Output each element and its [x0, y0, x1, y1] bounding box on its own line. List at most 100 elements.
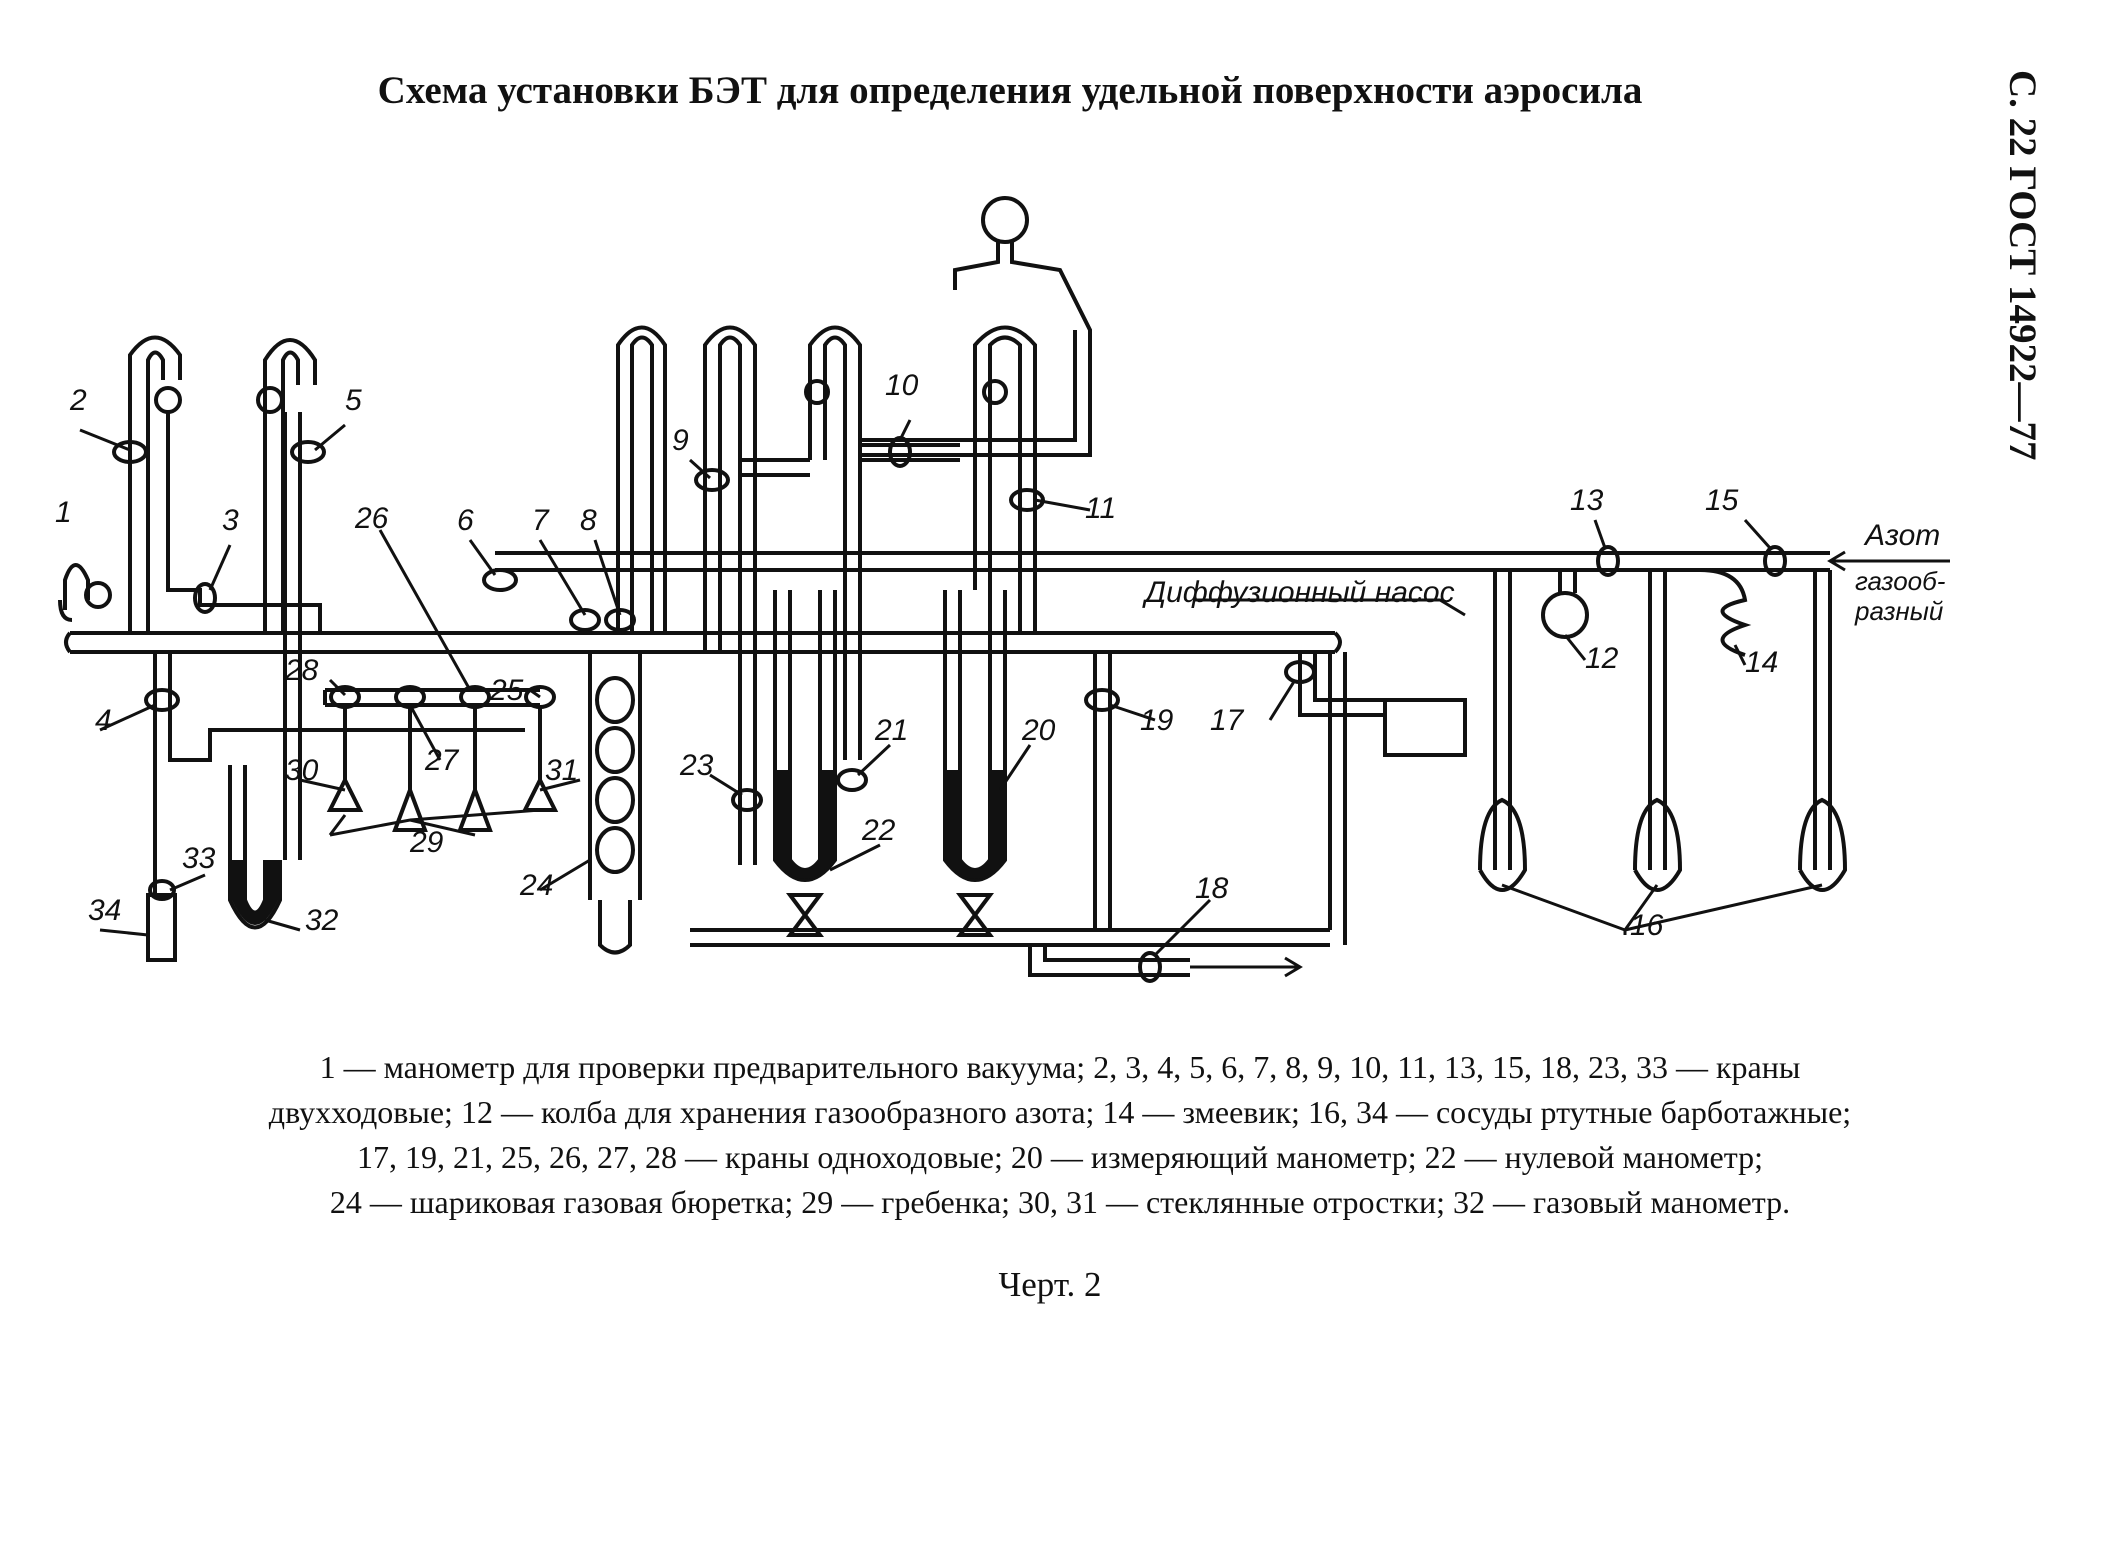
label-18: 18: [1195, 872, 1229, 905]
valve-33: [148, 879, 176, 901]
label-4: 4: [95, 704, 112, 737]
valve-26: [459, 685, 491, 709]
valve-17: [1284, 660, 1316, 684]
label-nitrogen-3: разный: [1854, 596, 1943, 626]
label-1: 1: [55, 496, 72, 529]
label-30: 30: [285, 754, 319, 787]
label-27: 27: [424, 744, 460, 777]
u-tube-11: [973, 325, 1037, 633]
valve-13: [1596, 545, 1620, 577]
comb-manifold: [323, 688, 540, 707]
valve-18: [1138, 951, 1162, 983]
valve-28: [329, 685, 361, 709]
label-13: 13: [1570, 484, 1604, 517]
bubbler-16-b: [1633, 570, 1683, 892]
label-12: 12: [1585, 642, 1619, 675]
diffusion-pump: [1383, 698, 1467, 757]
label-14: 14: [1745, 646, 1778, 679]
page-reference: С. 22 ГОСТ 14922—77: [2001, 70, 2044, 461]
exhaust-arrow: [1190, 956, 1303, 978]
valve-3: [193, 582, 217, 614]
valve-4: [144, 688, 180, 712]
mercury-20: [947, 770, 1003, 879]
legend-line-3: 17, 19, 21, 25, 26, 27, 28 — краны однох…: [356, 1139, 1764, 1175]
flask-12: [1541, 591, 1589, 639]
label-34: 34: [88, 894, 121, 927]
top-bulb: [981, 196, 1029, 244]
u-tube-second: [263, 338, 317, 633]
valve-6: [482, 568, 518, 592]
valve-25: [524, 685, 556, 709]
valve-8: [604, 608, 636, 632]
label-17: 17: [1210, 704, 1245, 737]
mercury-22: [777, 770, 833, 879]
label-15: 15: [1705, 484, 1739, 517]
valve-7: [569, 608, 601, 632]
label-29: 29: [409, 826, 444, 859]
leader-lines: [79, 419, 1772, 957]
figure-caption: Черт. 2: [998, 1265, 1102, 1304]
label-26: 26: [354, 502, 389, 535]
page-title: Схема установки БЭТ для определения удел…: [377, 69, 1643, 112]
valve-9: [694, 468, 730, 492]
stopcocks: [112, 436, 1787, 983]
nitrogen-arrow: [1827, 550, 1950, 572]
label-diffusion-pump: Диффузионный насос: [1142, 576, 1455, 609]
mercury-32: [232, 860, 278, 925]
label-19: 19: [1140, 704, 1174, 737]
bubbler-16-c: [1798, 570, 1848, 892]
label-6: 6: [457, 504, 474, 537]
u-tube-second-bulb: [256, 386, 284, 414]
manometer-1: [58, 563, 90, 622]
u-tube-left-bulb: [154, 386, 182, 414]
label-31: 31: [545, 754, 578, 787]
valve-19: [1084, 688, 1120, 712]
label-5: 5: [345, 384, 362, 417]
label-21: 21: [874, 714, 908, 747]
line-19: [1093, 652, 1112, 930]
coil-14: [1699, 568, 1752, 657]
label-9: 9: [672, 424, 689, 457]
bubbler-16-a: [1478, 570, 1528, 892]
legend-line-4: 24 — шариковая газовая бюретка; 29 — гре…: [329, 1184, 1791, 1220]
valve-23: [731, 788, 763, 812]
bottom-return: [690, 652, 1347, 947]
label-nitrogen-2: газооб-: [1855, 566, 1946, 596]
label-20: 20: [1021, 714, 1056, 747]
valve-5: [290, 440, 326, 464]
figure-legend: 1 — манометр для проверки предварительно…: [160, 1045, 1960, 1225]
nitrogen-line: [495, 551, 1830, 572]
valve-21: [836, 768, 868, 792]
label-16: 16: [1630, 909, 1664, 942]
valve-15: [1763, 545, 1787, 577]
label-23: 23: [679, 749, 714, 782]
u-tube-left: [128, 335, 182, 633]
label-nitrogen-1: Азот: [1863, 519, 1940, 552]
label-33: 33: [182, 842, 216, 875]
legend-line-1: 1 — манометр для проверки предварительно…: [319, 1049, 1801, 1085]
valve-20-bottom: [956, 893, 994, 937]
diagram-labels: 1 2 3 4 5 6 7 8 9 10 11 12 13 14 15 16 1…: [55, 369, 1946, 942]
u-tube-7: [616, 325, 667, 633]
label-8: 8: [580, 504, 597, 537]
label-7: 7: [532, 504, 550, 537]
comb-29: [326, 705, 559, 832]
label-2: 2: [69, 384, 87, 417]
label-28: 28: [284, 654, 319, 687]
valve-22-bottom: [786, 893, 824, 937]
valve-2: [112, 440, 148, 464]
label-22: 22: [861, 814, 896, 847]
u-tube-21: [808, 325, 862, 760]
label-24: 24: [519, 869, 553, 902]
label-3: 3: [222, 504, 239, 537]
bubbler-34: [146, 893, 177, 962]
label-32: 32: [305, 904, 339, 937]
bet-apparatus-diagram: 1 2 3 4 5 6 7 8 9 10 11 12 13 14 15 16 1…: [55, 196, 1950, 983]
u-tube-9: [703, 325, 757, 865]
burette-24: [588, 652, 642, 900]
label-25: 25: [489, 674, 524, 707]
label-10: 10: [885, 369, 919, 402]
main-manifold: [64, 631, 1342, 654]
legend-line-2: двухходовые; 12 — колба для хранения газ…: [268, 1094, 1852, 1130]
